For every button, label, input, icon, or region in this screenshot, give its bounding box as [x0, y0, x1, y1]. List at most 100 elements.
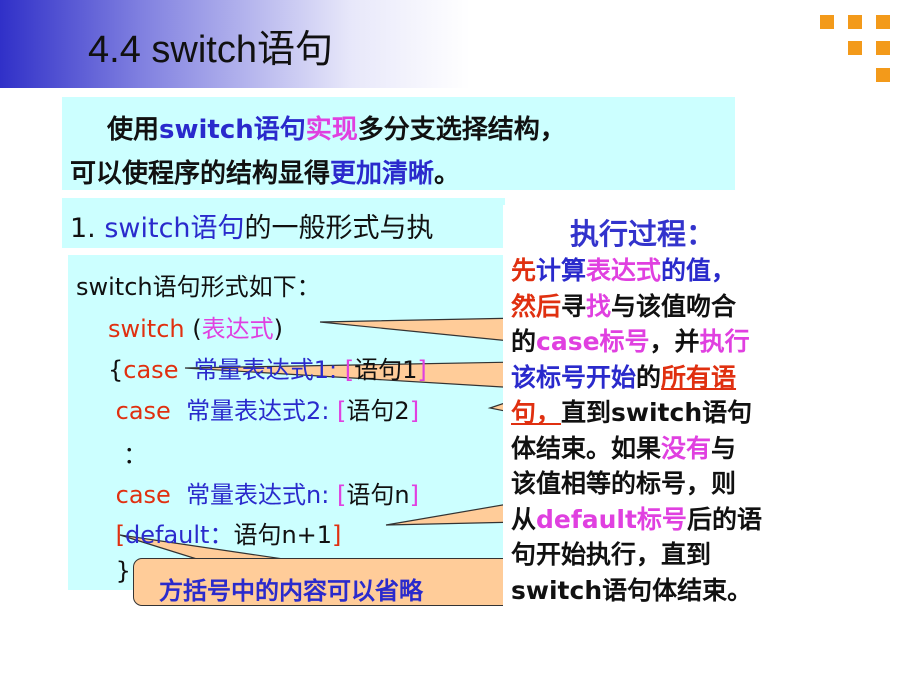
- process-line: 句，直到switch语句: [511, 393, 752, 429]
- text-run: case: [108, 481, 187, 509]
- text-run: default：: [125, 521, 234, 549]
- text-run: 多分支选择结构，: [357, 115, 566, 145]
- text-run: switch语句形式如下：: [76, 273, 321, 301]
- text-run: 语句n+1: [233, 521, 333, 549]
- orange-square: [876, 15, 890, 29]
- text-run: 然后: [511, 291, 562, 321]
- execution-process-panel: 执行过程： 先计算表达式的值，然后寻找与该值吻合的case标号，并执行该标号开始…: [503, 205, 793, 607]
- text-run: 使用: [107, 115, 160, 145]
- text-run: 后的语: [686, 504, 762, 534]
- text-run: 该值相等的标号，则: [511, 469, 737, 498]
- text-run: ]: [332, 521, 342, 549]
- text-run: 句，: [511, 398, 562, 427]
- text-run: switch语句: [159, 115, 306, 145]
- code-box: switch语句形式如下：switch (表达式){case 常量表达式1: […: [68, 255, 505, 590]
- orange-square: [848, 15, 862, 29]
- code-line: {case 常量表达式1: [语句1]: [108, 350, 427, 385]
- process-line: 先计算表达式的值，: [511, 251, 736, 287]
- process-heading: 执行过程：: [570, 217, 716, 251]
- text-run: 所有语: [661, 362, 737, 392]
- text-run: 表达式: [586, 256, 662, 285]
- code-line: case 常量表达式n: [语句n]: [108, 475, 419, 510]
- text-run: {: [108, 356, 124, 384]
- text-run: (: [192, 315, 202, 343]
- callout-text: 方括号中的内容可以省略: [159, 577, 423, 605]
- text-run: case标号: [536, 327, 650, 356]
- text-run: 执行: [699, 327, 750, 356]
- process-line: 体结束。如果没有与: [511, 429, 736, 465]
- process-line: 的case标号，并执行: [511, 322, 750, 358]
- text-run: ]: [409, 481, 419, 509]
- text-run: 计算: [536, 256, 587, 285]
- text-run: 语句1: [354, 356, 418, 384]
- code-line: [default：语句n+1]: [108, 515, 342, 550]
- text-run: 。: [434, 159, 461, 189]
- text-run: 没有: [661, 433, 712, 463]
- process-line: switch语句体结束。: [511, 571, 752, 607]
- process-line: 然后寻找与该值吻合: [511, 287, 736, 323]
- text-run: 常量表达式2:: [186, 397, 338, 425]
- process-line: 从default标号后的语: [511, 500, 762, 536]
- text-run: [: [337, 397, 347, 425]
- text-run: 1.: [70, 213, 105, 244]
- text-run: 常量表达式1:: [193, 356, 345, 384]
- text-run: case: [123, 356, 194, 384]
- text-run: 该标号开始: [511, 362, 637, 392]
- text-run: 与: [711, 433, 737, 463]
- text-run: 表达式: [201, 315, 274, 343]
- process-line: 该标号开始的所有语: [511, 358, 736, 394]
- text-run: 的值，: [661, 256, 737, 285]
- text-run: ，并: [649, 327, 700, 356]
- text-run: }: [108, 557, 131, 585]
- text-run: 寻: [561, 291, 587, 321]
- text-run: [: [108, 521, 125, 549]
- intro-line-2: 可以使程序的结构显得更加清晰。: [70, 153, 460, 190]
- process-line: 句开始执行，直到: [511, 535, 711, 571]
- text-run: 更加清晰: [330, 159, 435, 189]
- process-line: 该值相等的标号，则: [511, 464, 736, 500]
- text-run: 的: [636, 362, 662, 392]
- text-run: switch语句体结束。: [511, 575, 753, 605]
- text-run: 的一般形式与执: [244, 213, 434, 244]
- text-run: 语句n: [346, 481, 410, 509]
- text-run: [: [344, 356, 355, 384]
- text-run: 常量表达式n:: [186, 481, 337, 509]
- text-run: ]: [417, 356, 427, 384]
- optional-brackets-callout: 方括号中的内容可以省略: [133, 558, 515, 606]
- text-run: 句开始执行，直到: [511, 540, 712, 569]
- text-run: ：: [108, 441, 148, 469]
- orange-square: [876, 41, 890, 55]
- code-box-background: [68, 255, 505, 590]
- code-line: case 常量表达式2: [语句2]: [108, 391, 419, 426]
- text-run: ]: [409, 397, 420, 425]
- intro-box: 使用switch语句实现多分支选择结构， 可以使程序的结构显得更加清晰。: [62, 97, 735, 190]
- text-run: switch语句: [104, 213, 245, 244]
- text-run: 可以使程序的结构显得: [70, 159, 331, 189]
- text-run: [: [337, 481, 347, 509]
- intro-line-1: 使用switch语句实现多分支选择结构，: [107, 109, 566, 146]
- text-run: case: [108, 397, 187, 425]
- text-run: 语句2: [346, 397, 410, 425]
- code-line: ：: [108, 435, 147, 470]
- text-run: 体结束。如果: [511, 433, 662, 463]
- section-heading-box: 1. switch语句的一般形式与执: [62, 198, 505, 248]
- text-run: switch: [108, 315, 193, 343]
- orange-square: [848, 41, 862, 55]
- slide-title: 4.4 switch语句: [88, 29, 333, 71]
- code-line: switch (表达式): [108, 309, 283, 344]
- orange-square: [820, 15, 834, 29]
- text-run: ): [273, 315, 283, 343]
- section-heading: 1. switch语句的一般形式与执: [70, 206, 434, 245]
- text-run: 的: [511, 327, 537, 356]
- text-run: 直到switch语句: [561, 398, 753, 427]
- code-line: }: [108, 557, 131, 585]
- title-bar: [0, 0, 470, 88]
- text-run: 从: [511, 504, 537, 534]
- text-run: 先: [511, 256, 537, 285]
- text-run: 实现: [305, 115, 358, 145]
- text-run: 与该值吻合: [611, 291, 737, 321]
- orange-square: [876, 68, 890, 82]
- code-line: switch语句形式如下：: [76, 267, 321, 302]
- text-run: default标号: [536, 504, 687, 534]
